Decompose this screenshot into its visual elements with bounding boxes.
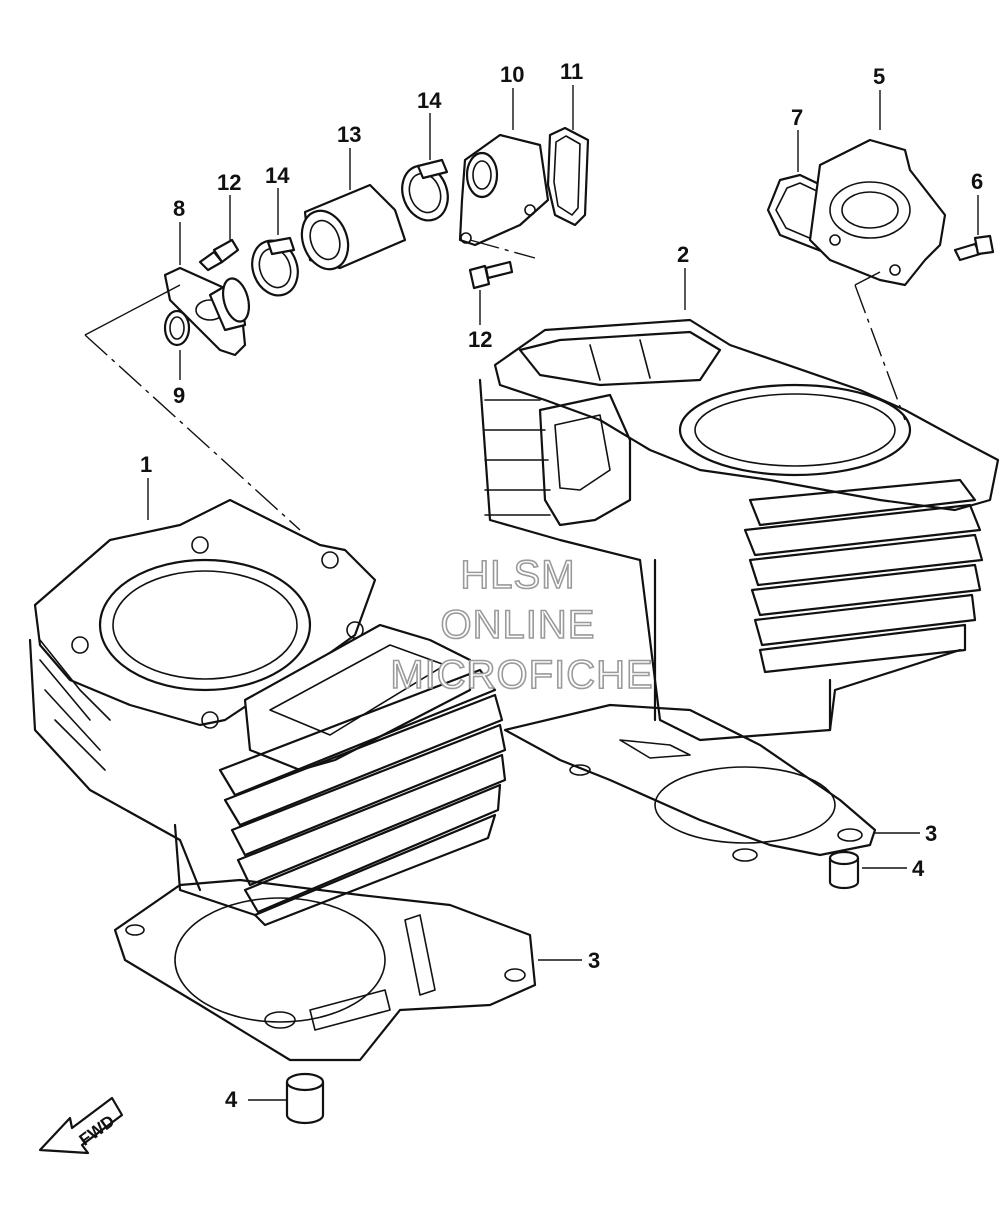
callout-13: 13 <box>337 122 361 147</box>
bolt-12-left <box>198 238 240 272</box>
callout-2: 2 <box>677 242 689 267</box>
watermark: HLSM ONLINE MICROFICHE <box>390 552 654 698</box>
front-cylinder <box>28 498 507 927</box>
watermark-line-2: ONLINE <box>441 603 596 647</box>
bolt-12-center <box>468 260 514 290</box>
callout-10: 10 <box>500 62 524 87</box>
callout-1: 1 <box>140 452 152 477</box>
center-line-front <box>84 334 301 531</box>
intake-elbow-10 <box>458 133 550 247</box>
bolt-6 <box>953 234 995 262</box>
callout-14-left: 14 <box>265 163 290 188</box>
rear-base-gasket <box>503 703 877 862</box>
front-dowel-pin <box>285 1072 325 1125</box>
center-line-front-b <box>84 284 181 336</box>
intake-pipe-8 <box>163 266 251 357</box>
center-line-rear-b <box>854 271 881 286</box>
callout-8: 8 <box>173 196 185 221</box>
o-ring-9 <box>163 309 191 347</box>
gasket-11 <box>546 126 590 227</box>
watermark-line-1: HLSM <box>460 553 575 597</box>
callout-12-center: 12 <box>468 327 492 352</box>
intake-pipe-5 <box>808 138 947 287</box>
callout-7: 7 <box>791 105 803 130</box>
callout-4-front: 4 <box>225 1087 238 1112</box>
center-line-rear <box>854 284 906 421</box>
watermark-line-3: MICROFICHE <box>390 653 653 697</box>
callout-4-rear: 4 <box>912 856 925 881</box>
hose-clamp-14-right <box>401 158 449 222</box>
callout-9: 9 <box>173 383 185 408</box>
rear-dowel-pin <box>828 850 860 890</box>
hose-clamp-14-left <box>251 236 299 297</box>
fwd-arrow-icon: FWD <box>38 1096 124 1155</box>
callout-3-front: 3 <box>588 948 600 973</box>
callout-11: 11 <box>560 59 583 84</box>
callout-5: 5 <box>873 64 885 89</box>
intake-hose-13 <box>300 183 407 271</box>
callout-3-rear: 3 <box>925 821 937 846</box>
front-base-gasket <box>113 878 537 1062</box>
callout-leaders <box>147 85 979 1101</box>
rear-cylinder <box>478 318 1000 742</box>
callout-14-right: 14 <box>417 88 442 113</box>
center-line-center <box>469 239 536 259</box>
callout-12-left: 12 <box>217 170 241 195</box>
callout-6: 6 <box>971 169 983 194</box>
